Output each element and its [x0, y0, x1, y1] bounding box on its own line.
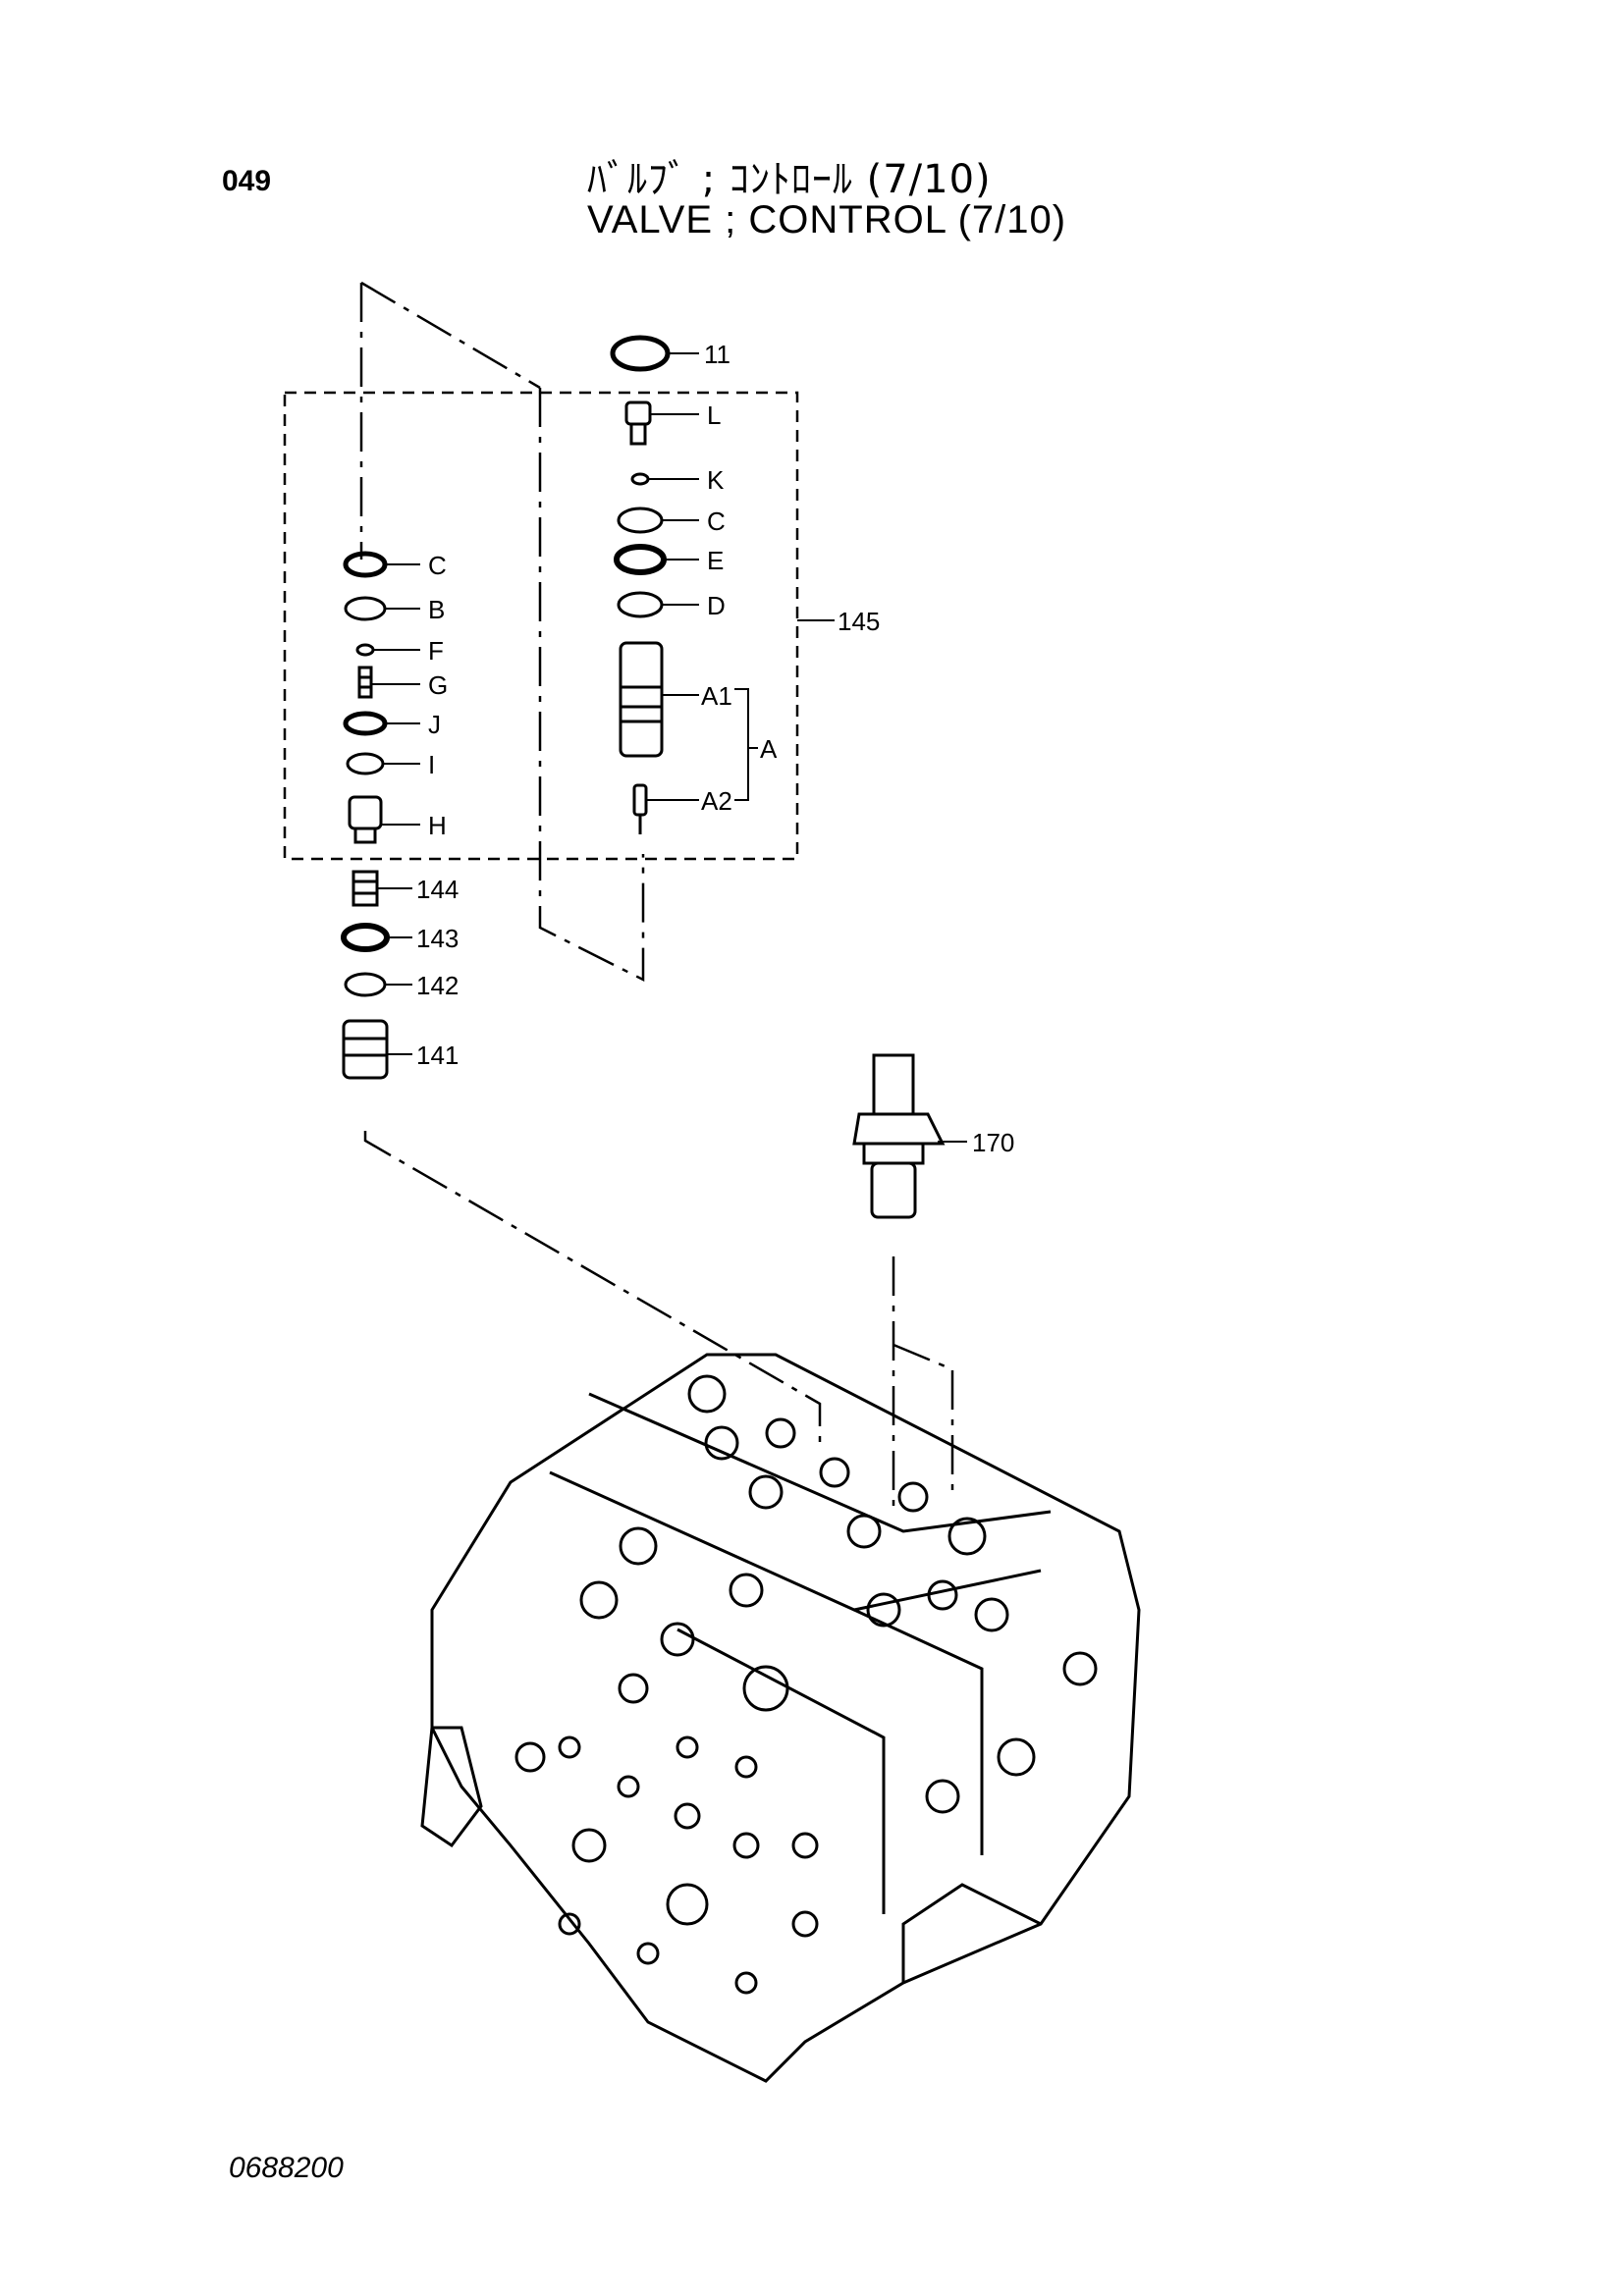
part-A2-pin	[632, 783, 648, 834]
part-144-spring	[352, 870, 379, 907]
callout-C-left: C	[428, 551, 447, 580]
drawing-number: 0688200	[229, 2152, 344, 2184]
callout-A1: A1	[701, 681, 732, 711]
callout-labels: 11 L K C E D 145 A1 A A2 C B F G J I H 1…	[416, 340, 1014, 1157]
callout-D: D	[707, 591, 726, 620]
callout-11: 11	[704, 340, 730, 369]
assembly-guide-lines	[359, 281, 954, 1507]
part-K-ball	[630, 472, 650, 486]
callout-H: H	[428, 811, 447, 840]
callout-144: 144	[416, 875, 459, 904]
control-valve-body	[420, 1353, 1141, 2083]
callout-I: I	[428, 750, 435, 779]
callout-145: 145	[838, 607, 880, 636]
part-J-ring	[343, 711, 388, 736]
part-A1-spool	[619, 641, 664, 758]
callout-C-right: C	[707, 507, 726, 536]
part-I-ring	[346, 752, 385, 775]
part-141-sleeve	[342, 1019, 389, 1080]
callout-170: 170	[972, 1128, 1014, 1157]
callout-G: G	[428, 670, 448, 700]
callout-K: K	[707, 465, 725, 495]
callout-B: B	[428, 595, 445, 624]
part-143-ring	[341, 923, 390, 952]
title-japanese: ﾊﾞﾙﾌﾞ ; ｺﾝﾄﾛｰﾙ (7/10)	[587, 157, 992, 202]
subassembly-box-145	[283, 391, 799, 861]
part-C-ring-left	[343, 551, 388, 578]
part-F-ball	[355, 643, 375, 657]
part-H-plug	[348, 795, 383, 844]
part-D-ring	[617, 591, 664, 618]
callout-142: 142	[416, 971, 459, 1000]
callout-A: A	[760, 734, 778, 764]
callout-143: 143	[416, 924, 459, 953]
callout-E: E	[707, 546, 724, 575]
callout-141: 141	[416, 1041, 459, 1070]
part-G-spring	[357, 666, 373, 699]
part-B-ring	[344, 596, 387, 621]
callout-J: J	[428, 710, 441, 739]
part-L-plug	[624, 400, 652, 446]
part-142-ring	[344, 972, 387, 997]
callout-F: F	[428, 636, 444, 666]
part-170-relief-valve	[852, 1053, 946, 1219]
title-english: VALVE ; CONTROL (7/10)	[587, 198, 1067, 241]
page-number: 049	[222, 165, 272, 197]
leader-lines	[371, 352, 967, 1143]
part-11-oring	[610, 335, 671, 372]
callout-A2: A2	[701, 786, 732, 816]
part-C-ring-right	[617, 507, 664, 534]
part-E-ring	[614, 544, 667, 575]
callout-L: L	[707, 400, 721, 430]
